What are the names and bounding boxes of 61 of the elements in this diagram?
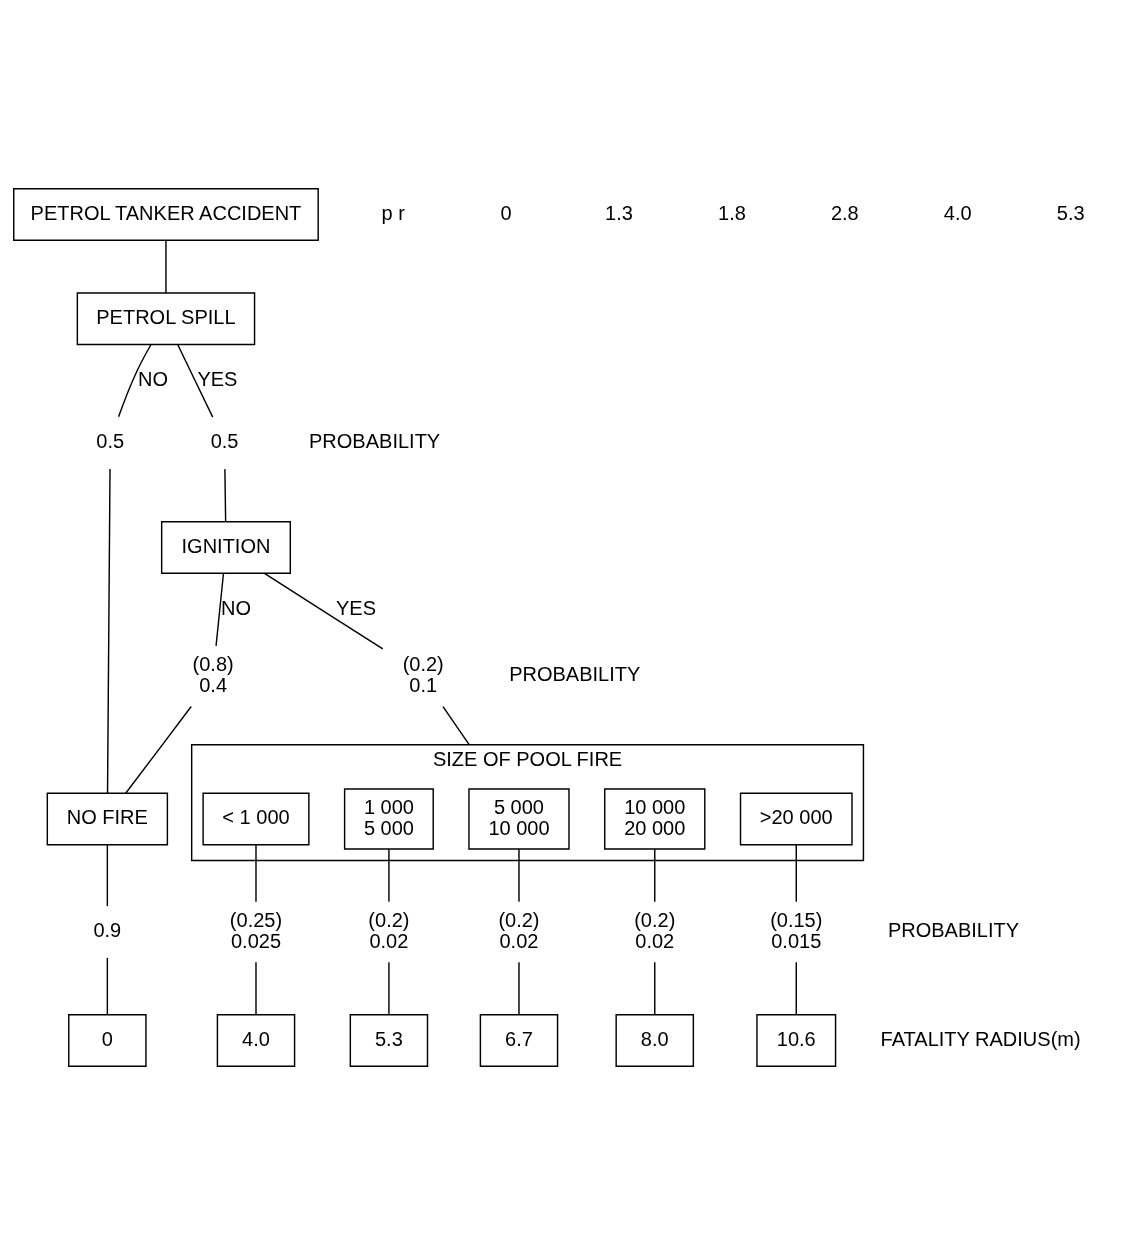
node-text: (0.2) 0.02 [498,908,540,952]
edge-label: YES [336,596,377,619]
node-box: >20 000 [739,792,853,845]
connector [177,343,214,418]
connector [255,961,257,1015]
node-text: (0.15) 0.015 [770,908,823,952]
edge-label: NO [138,367,169,390]
connector [165,239,167,294]
connector [125,705,192,794]
node-text: (0.8) 0.4 [192,652,234,696]
node-box: PETROL TANKER ACCIDENT [13,187,319,241]
node-box: 10 000 20 000 [604,787,706,850]
node-text: 0.5 [210,429,239,452]
node-box: NO FIRE [46,792,169,845]
connector [795,843,797,903]
label: 5.3 [1056,201,1085,224]
connector [255,843,257,903]
node-text: 0.5 [96,429,125,452]
label: 4.0 [943,201,972,224]
connector [215,572,225,647]
node-box: 10.6 [756,1013,837,1067]
connector [106,843,109,907]
label: 1.8 [718,201,746,224]
connector [518,848,520,902]
node-box: < 1 000 [202,792,310,845]
connector [654,848,656,902]
connector [654,961,656,1015]
node-text: (0.2) 0.02 [368,908,410,952]
node-box: 1 000 5 000 [343,787,434,850]
label: 2.8 [830,201,859,224]
connector [106,956,109,1015]
node-box: PETROL SPILL [76,291,256,345]
edge-label: NO [220,596,251,619]
connector [224,467,227,522]
connector [795,961,797,1015]
label: 0 [500,201,512,224]
connector [442,705,470,745]
connector [388,848,390,902]
connector [388,961,390,1015]
node-box: 0 [68,1013,147,1067]
label: 1.3 [605,201,633,224]
label: p r [381,201,405,224]
node-text: (0.2) 0.02 [634,908,676,952]
label: PROBABILITY [887,918,1020,941]
node-text: (0.25) 0.025 [229,908,283,952]
label: FATALITY RADIUS(m) [880,1027,1081,1050]
label: PROBABILITY [309,429,441,452]
node-text: (0.2) 0.1 [402,652,444,696]
node-box: 5.3 [349,1013,429,1067]
node-box: IGNITION [160,520,291,574]
node-box: 6.7 [479,1013,559,1067]
node-box: 4.0 [216,1013,296,1067]
node-box: 8.0 [615,1013,695,1067]
connector [263,572,384,650]
connector [518,961,520,1015]
label: PROBABILITY [509,662,641,685]
node-box: 5 000 10 000 [468,787,570,850]
edge-label: YES [197,367,238,390]
node-text: 0.9 [93,918,122,941]
connector [106,467,111,794]
connector [117,343,152,418]
